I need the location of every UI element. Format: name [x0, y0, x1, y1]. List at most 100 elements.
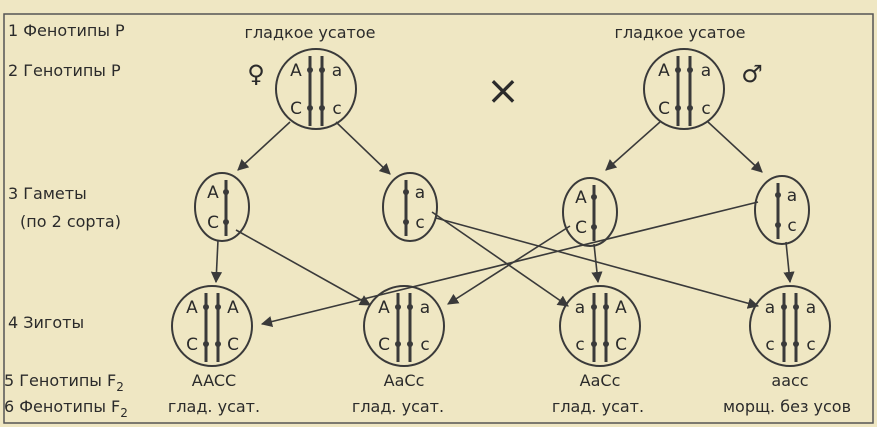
arrow-male-to-gamete-3 [605, 121, 661, 171]
cell-membrane [363, 285, 445, 367]
allele-label: a [701, 61, 711, 81]
male-phenotype-label: гладкое усатое [615, 23, 746, 42]
arrow-g1-to-z2 [235, 229, 371, 306]
allele-label: A [290, 61, 302, 81]
arrow-g3-to-z3 [591, 243, 603, 284]
row-label-genotypes-f2: 5 Генотипы F2 [4, 371, 124, 394]
gamete-membrane [754, 175, 810, 245]
allele-label: C [615, 335, 627, 355]
cell-membrane [559, 285, 641, 367]
locus-dot [793, 341, 799, 347]
allele-label: c [806, 335, 815, 355]
genotypes-f2-text: 5 Генотипы F [4, 371, 116, 390]
locus-dot [307, 67, 313, 73]
cell-membrane [643, 48, 725, 130]
allele-label: c [575, 335, 584, 355]
allele-label: C [207, 213, 219, 233]
genotypes-f2-subscript: 2 [116, 380, 124, 394]
row-label-phenotypes-p: 1 Фенотипы P [8, 21, 125, 40]
zygote-2-phenotype: глад. усат. [352, 397, 444, 416]
locus-dot [793, 304, 799, 310]
cell-membrane [749, 285, 831, 367]
arrow-g4-to-z1 [260, 201, 759, 328]
allele-label: a [575, 298, 585, 318]
gamete-membrane [562, 177, 618, 247]
allele-label: A [227, 298, 239, 318]
locus-dot [307, 105, 313, 111]
allele-label: c [787, 216, 796, 236]
allele-label: a [415, 183, 425, 203]
allele-label: c [332, 99, 341, 119]
locus-dot [203, 304, 209, 310]
gamete-membrane [382, 172, 438, 242]
locus-dot [591, 304, 597, 310]
zygote-1: A A C C [171, 285, 253, 367]
gamete-membrane [194, 172, 250, 242]
gamete-1: A C [194, 172, 250, 242]
allele-label: C [186, 335, 198, 355]
allele-label: C [658, 99, 670, 119]
locus-dot [603, 304, 609, 310]
locus-dot [395, 341, 401, 347]
allele-label: c [701, 99, 710, 119]
row-label-genotypes-p: 2 Генотипы P [8, 61, 121, 80]
cell-membrane [171, 285, 253, 367]
locus-dot [675, 105, 681, 111]
locus-dot [591, 194, 597, 200]
arrow-g2-to-z3 [431, 211, 569, 307]
zygote-2: A a C c [363, 285, 445, 367]
cross-symbol: × [486, 68, 520, 114]
female-phenotype-label: гладкое усатое [245, 23, 376, 42]
locus-dot [403, 189, 409, 195]
locus-dot [215, 304, 221, 310]
cell-membrane [275, 48, 357, 130]
zygote-3-phenotype: глад. усат. [552, 397, 644, 416]
female-parent-cell: A a C c [275, 48, 357, 130]
zygote-1-genotype: AACC [192, 371, 236, 390]
zygote-2-genotype: AaCc [384, 371, 425, 390]
locus-dot [675, 67, 681, 73]
allele-label: C [378, 335, 390, 355]
locus-dot [775, 192, 781, 198]
allele-label: a [332, 61, 342, 81]
allele-label: A [207, 183, 219, 203]
locus-dot [223, 219, 229, 225]
arrow-male-to-gamete-4 [707, 121, 763, 173]
locus-dot [319, 105, 325, 111]
allele-label: c [765, 335, 774, 355]
zygote-3-genotype: AaCc [580, 371, 621, 390]
arrow-g2-to-z4 [435, 217, 760, 309]
outer-frame [3, 13, 874, 424]
locus-dot [603, 341, 609, 347]
arrow-g3-to-z2 [447, 225, 571, 305]
locus-dot [203, 341, 209, 347]
allele-label: A [658, 61, 670, 81]
allele-label: c [415, 213, 424, 233]
zygote-3: a A c C [559, 285, 641, 367]
locus-dot [215, 341, 221, 347]
male-parent-cell: A a C c [643, 48, 725, 130]
locus-dot [775, 222, 781, 228]
gamete-4: a c [754, 175, 810, 245]
gamete-3: A C [562, 177, 618, 247]
zygote-4: a a c c [749, 285, 831, 367]
zygote-1-phenotype: глад. усат. [168, 397, 260, 416]
row-label-zygotes: 4 Зиготы [8, 313, 84, 332]
phenotypes-f2-subscript: 2 [120, 406, 128, 420]
locus-dot [407, 341, 413, 347]
allele-label: A [186, 298, 198, 318]
gamete-2: a c [382, 172, 438, 242]
female-symbol-icon: ♀ [247, 60, 265, 88]
allele-label: a [765, 298, 775, 318]
row-label-gametes: 3 Гаметы [8, 184, 87, 203]
locus-dot [687, 67, 693, 73]
male-symbol-icon: ♂ [741, 60, 763, 88]
arrow-female-to-gamete-1 [237, 121, 291, 171]
locus-dot [781, 341, 787, 347]
allele-label: C [227, 335, 239, 355]
locus-dot [591, 224, 597, 230]
allele-label: A [575, 188, 587, 208]
zygote-4-phenotype: морщ. без усов [723, 397, 851, 416]
